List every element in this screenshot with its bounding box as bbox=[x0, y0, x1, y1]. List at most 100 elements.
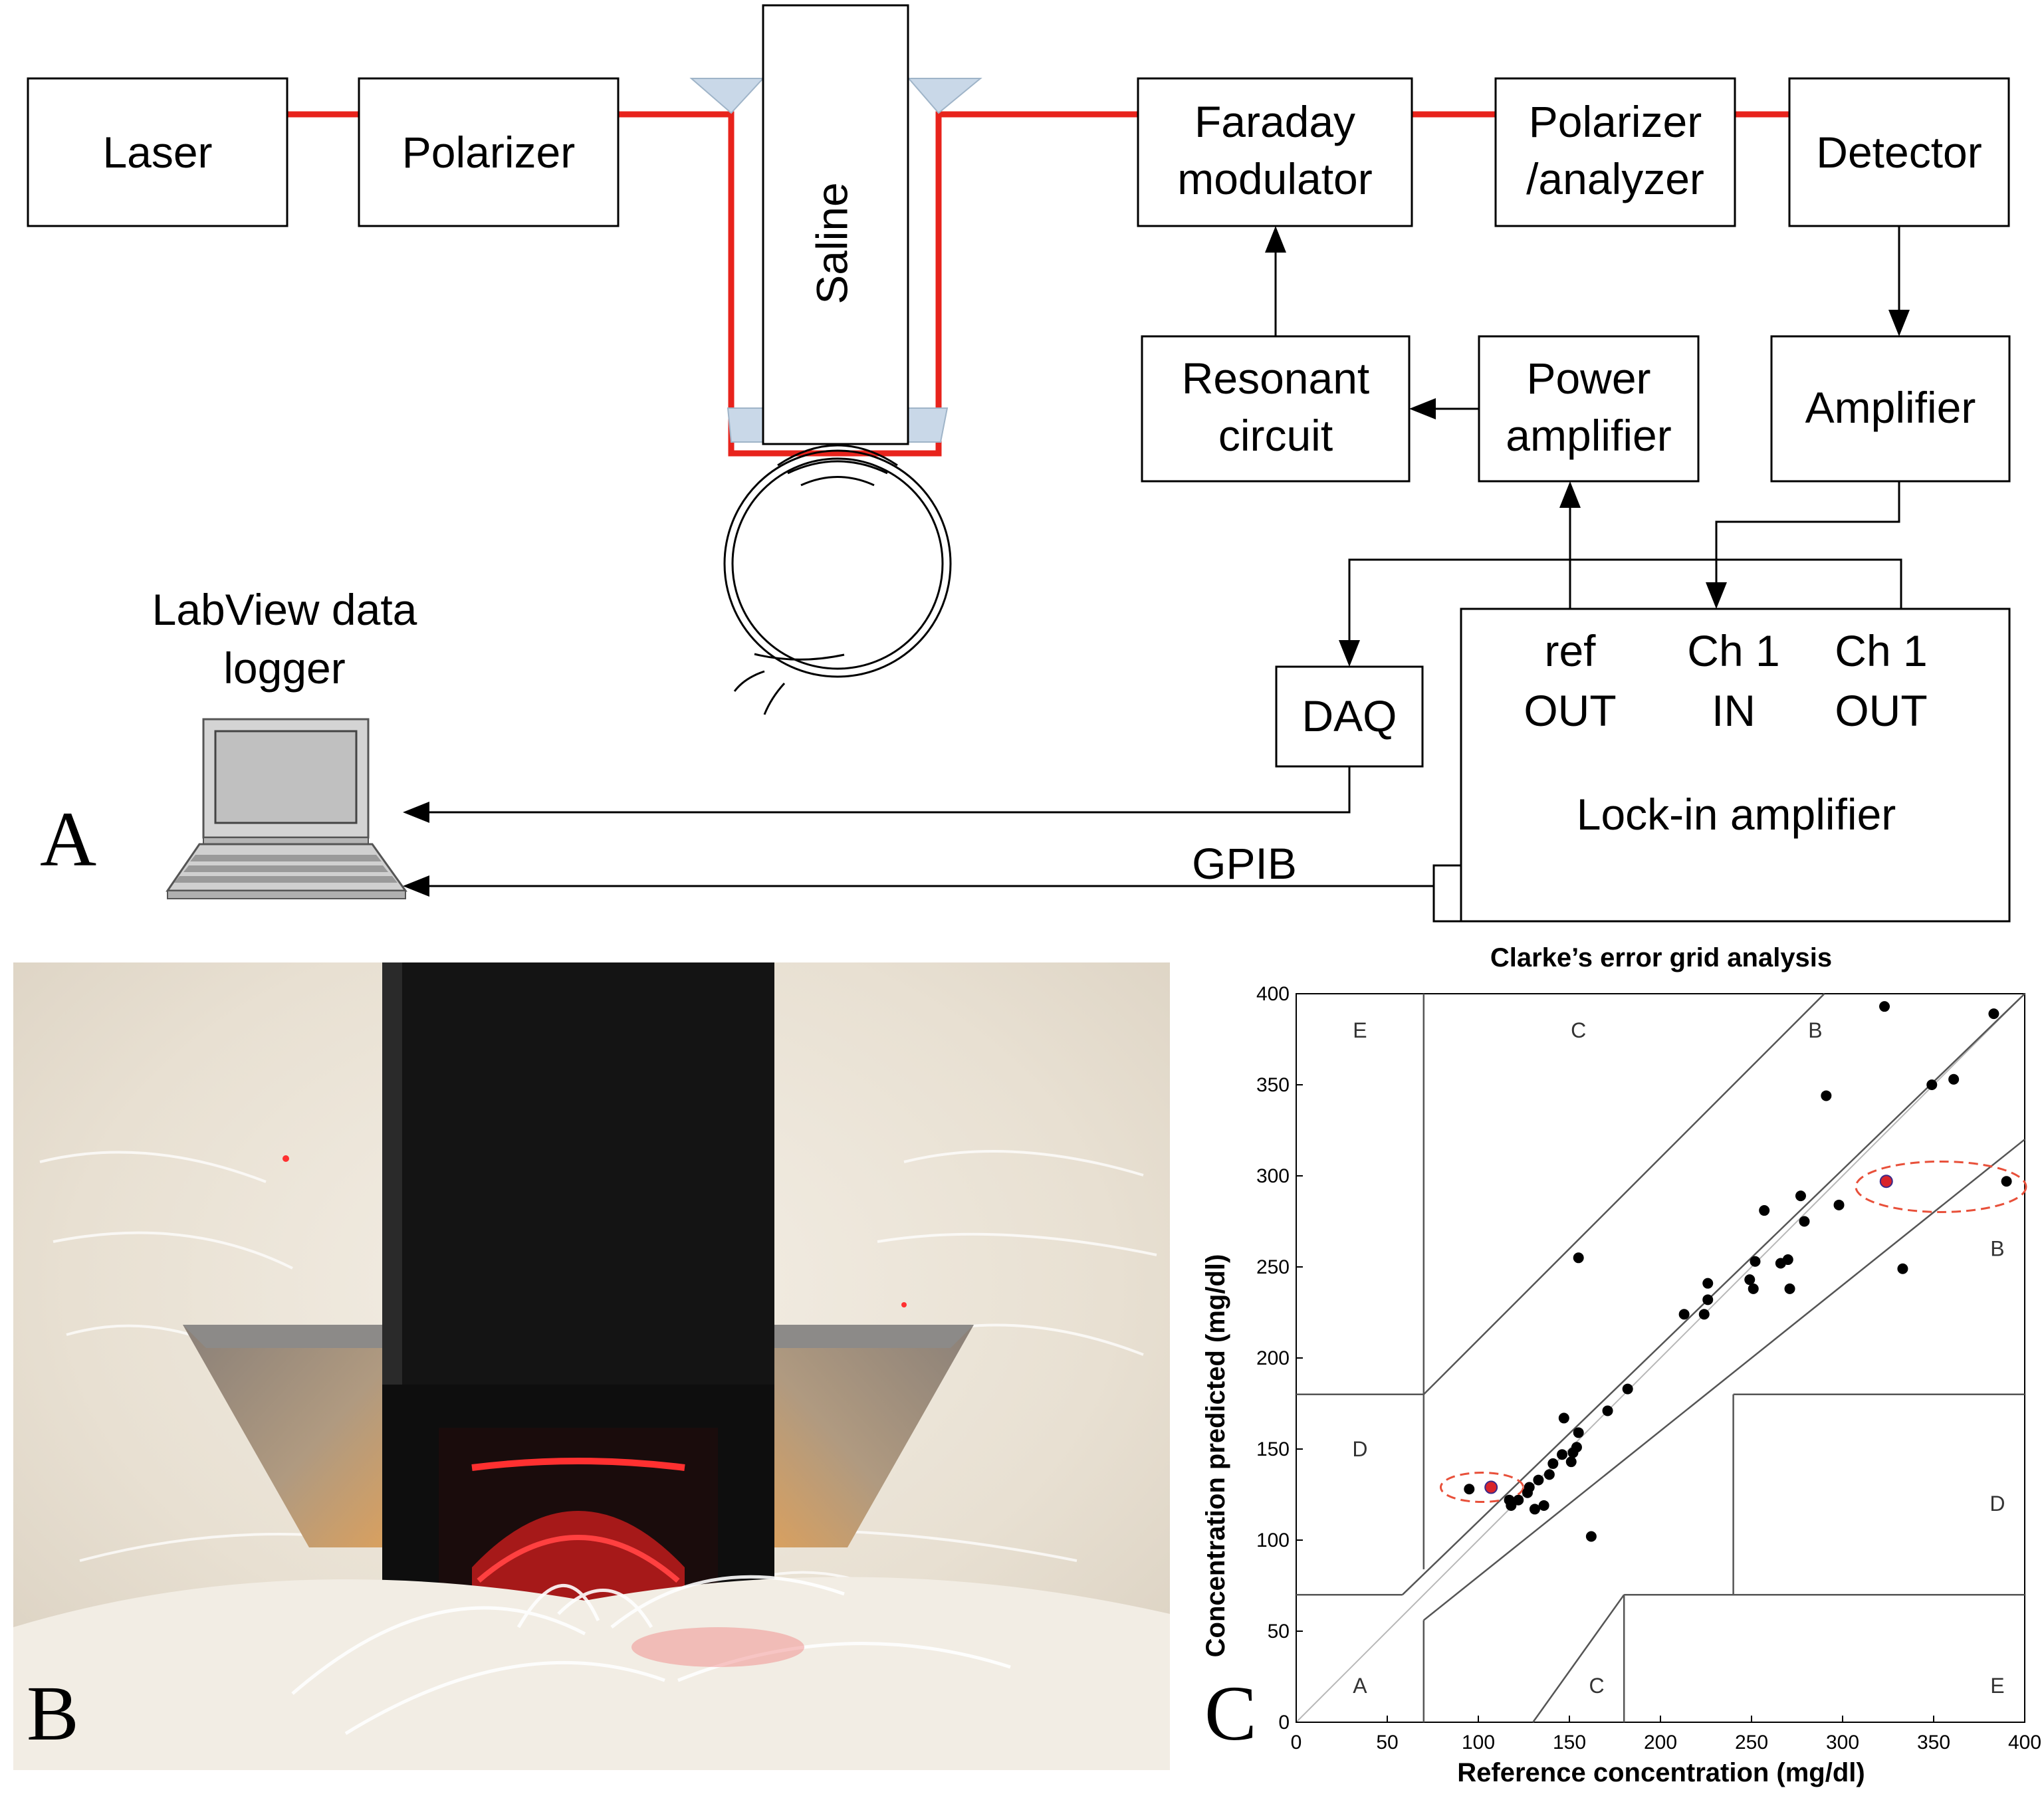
data-point bbox=[1464, 1484, 1475, 1495]
data-point bbox=[1784, 1283, 1795, 1294]
data-point bbox=[1744, 1274, 1756, 1286]
polarizer-label: Polarizer bbox=[402, 128, 575, 177]
identity-line bbox=[1296, 993, 2025, 1723]
outlier-ellipse bbox=[1855, 1160, 2027, 1213]
zone-boundary-line bbox=[1401, 993, 2025, 1596]
data-point bbox=[1538, 1500, 1549, 1511]
y-tick-label: 0 bbox=[1278, 1712, 1290, 1734]
highlighted-data-point bbox=[1484, 1480, 1498, 1494]
highlighted-data-point bbox=[1879, 1175, 1893, 1188]
data-point bbox=[1524, 1482, 1535, 1493]
panel-b-photo bbox=[13, 962, 1170, 1770]
data-point bbox=[1573, 1252, 1584, 1264]
x-tick-label: 200 bbox=[1644, 1732, 1677, 1753]
lockin-label: Lock-in amplifier bbox=[1577, 790, 1896, 839]
zone-label: D bbox=[1352, 1437, 1367, 1461]
ch1-out-label-2: OUT bbox=[1835, 686, 1927, 735]
labview-label-2: logger bbox=[223, 643, 345, 693]
prism-bottom-right bbox=[903, 407, 949, 443]
ch1-in-label-2: IN bbox=[1712, 686, 1756, 735]
resonant-circuit-box bbox=[1141, 335, 1411, 483]
daq-label: DAQ bbox=[1302, 691, 1397, 740]
zone-boundary-line bbox=[1532, 1594, 1625, 1723]
saline-column bbox=[762, 4, 909, 445]
y-tick-label: 200 bbox=[1256, 1347, 1290, 1369]
zone-boundary-line bbox=[1423, 1139, 2025, 1621]
zone-label: B bbox=[1808, 1018, 1822, 1042]
panel-a-diagram: Saline Laser bbox=[27, 4, 2011, 923]
x-tick-label: 150 bbox=[1553, 1732, 1586, 1753]
data-point bbox=[1759, 1205, 1770, 1216]
laser-beam bbox=[287, 111, 1789, 457]
data-point bbox=[1833, 1199, 1845, 1210]
data-point bbox=[1926, 1079, 1938, 1090]
labview-label-1: LabView data bbox=[152, 585, 417, 634]
y-tick-label: 250 bbox=[1256, 1256, 1290, 1278]
data-point bbox=[1557, 1449, 1568, 1460]
y-axis-label: Concentration predicted (mg/dl) bbox=[1201, 1254, 1230, 1658]
panel-c-chart: Clarke’s error grid analysis Reference c… bbox=[1190, 931, 2044, 1799]
zone-label: E bbox=[1353, 1018, 1367, 1042]
data-point bbox=[1988, 1008, 1999, 1020]
data-point bbox=[2001, 1176, 2012, 1187]
detector-box bbox=[1788, 77, 2010, 227]
zone-boundary-line bbox=[1422, 993, 1825, 1395]
data-point bbox=[1602, 1405, 1613, 1416]
error-grid-lines bbox=[1296, 993, 2025, 1723]
data-point bbox=[1897, 1263, 1908, 1274]
faraday-label-2: modulator bbox=[1177, 154, 1373, 203]
analyzer-label-1: Polarizer bbox=[1529, 97, 1702, 146]
zone-label: A bbox=[1353, 1674, 1367, 1698]
zone-label: C bbox=[1589, 1674, 1605, 1698]
data-point bbox=[1948, 1073, 1960, 1085]
ref-out-label-1: ref bbox=[1544, 626, 1596, 675]
data-point bbox=[1702, 1294, 1714, 1305]
ch1-out-label-1: Ch 1 bbox=[1835, 626, 1927, 675]
amplifier-label: Amplifier bbox=[1805, 383, 1976, 432]
data-point bbox=[1698, 1309, 1710, 1320]
laser-box bbox=[27, 77, 288, 227]
data-point bbox=[1678, 1309, 1690, 1320]
clarke-error-grid-chart: Clarke’s error grid analysis Reference c… bbox=[1201, 943, 2041, 1787]
amplifier-box bbox=[1770, 335, 2011, 483]
signal-connections bbox=[403, 226, 1910, 897]
eye-icon bbox=[723, 444, 952, 715]
lockin-amplifier-box bbox=[1460, 608, 2011, 923]
power-label-1: Power bbox=[1526, 354, 1650, 403]
x-tick-label: 50 bbox=[1376, 1732, 1398, 1753]
x-tick-label: 100 bbox=[1462, 1732, 1495, 1753]
resonant-label-2: circuit bbox=[1218, 411, 1333, 460]
x-tick-label: 400 bbox=[2008, 1732, 2041, 1753]
saline-label: Saline bbox=[807, 182, 856, 304]
laser-label: Laser bbox=[102, 128, 212, 177]
gpib-port bbox=[1432, 864, 1462, 923]
data-point bbox=[1702, 1278, 1714, 1289]
data-point bbox=[1748, 1283, 1759, 1294]
data-point bbox=[1795, 1190, 1806, 1202]
data-point bbox=[1504, 1494, 1515, 1506]
data-point bbox=[1558, 1412, 1569, 1424]
polarizer-box bbox=[358, 77, 620, 227]
gpib-label: GPIB bbox=[1192, 839, 1297, 888]
zone-label: C bbox=[1571, 1018, 1586, 1042]
x-tick-label: 0 bbox=[1291, 1732, 1302, 1753]
zone-label: B bbox=[1990, 1237, 2004, 1261]
panel-label-b: B bbox=[27, 1670, 79, 1757]
x-tick-label: 250 bbox=[1735, 1732, 1768, 1753]
panel-label-a: A bbox=[40, 796, 97, 883]
x-tick-label: 350 bbox=[1917, 1732, 1950, 1753]
outlier-highlights bbox=[1439, 1160, 2027, 1504]
data-point bbox=[1547, 1458, 1559, 1469]
data-point bbox=[1513, 1494, 1524, 1506]
data-point bbox=[1799, 1216, 1810, 1227]
chart-title: Clarke’s error grid analysis bbox=[1490, 943, 1832, 972]
analyzer-label-2: /analyzer bbox=[1526, 154, 1704, 203]
x-axis-label: Reference concentration (mg/dl) bbox=[1457, 1758, 1865, 1787]
faraday-label-1: Faraday bbox=[1194, 97, 1355, 146]
detector-label: Detector bbox=[1816, 128, 1982, 177]
data-point bbox=[1565, 1456, 1577, 1468]
data-point bbox=[1622, 1383, 1633, 1395]
zone-label: E bbox=[1990, 1674, 2004, 1698]
